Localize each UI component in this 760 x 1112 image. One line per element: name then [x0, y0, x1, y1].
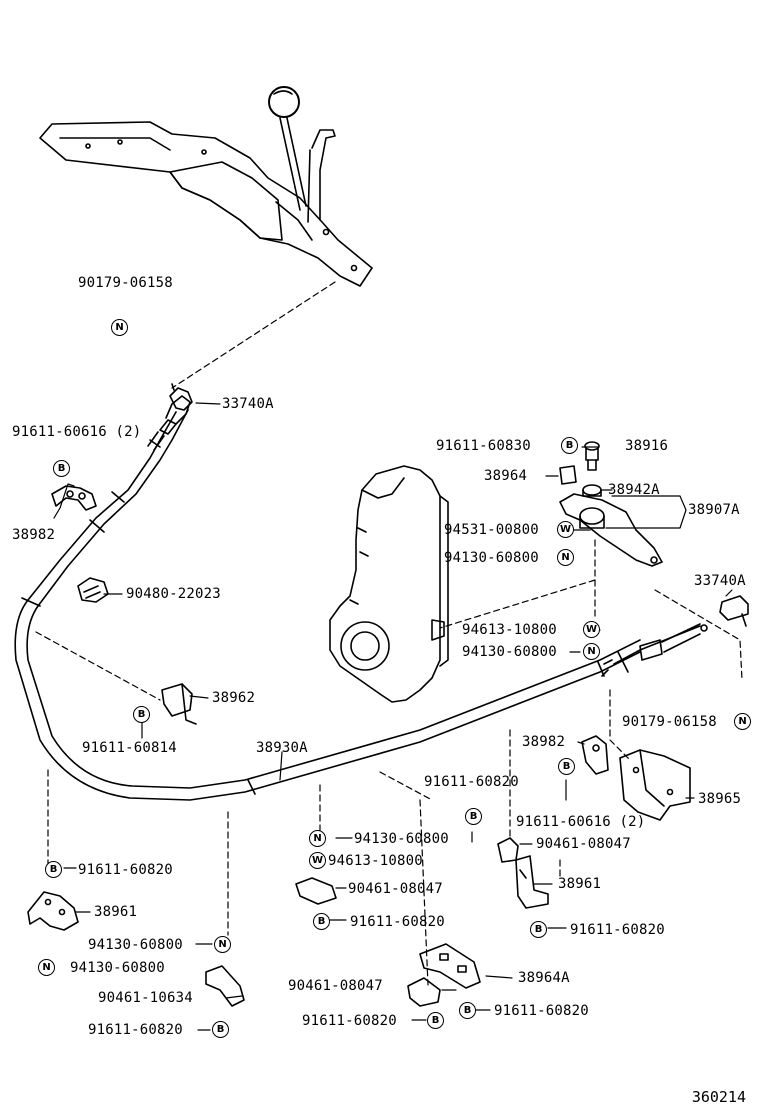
bolt-38916	[584, 441, 600, 471]
label-94130-60800-lower1[interactable]: 94130-60800	[88, 937, 183, 953]
symbol-n: N	[214, 936, 231, 953]
label-91611-60820-bottom-right[interactable]: 91611-60820	[494, 1003, 589, 1019]
symbol-n: N	[309, 830, 326, 847]
linkage-38907a	[559, 493, 663, 567]
label-91611-60820-mid[interactable]: 91611-60820	[350, 914, 445, 930]
bracket-38982-right	[581, 735, 609, 775]
diagram-id: 360214	[691, 1088, 746, 1106]
grommet-90480	[77, 577, 109, 603]
symbol-b: B	[459, 1002, 476, 1019]
bracket-38964a	[419, 943, 481, 989]
label-94130-60800-lower2[interactable]: 94130-60800	[70, 960, 165, 976]
shift-cable	[14, 395, 708, 801]
transmission-block	[329, 465, 449, 703]
label-90461-08047-bottom[interactable]: 90461-08047	[288, 978, 383, 994]
clamp-90461-right	[497, 837, 519, 863]
label-38964a[interactable]: 38964A	[518, 970, 570, 986]
symbol-n: N	[111, 319, 128, 336]
symbol-b: B	[427, 1012, 444, 1029]
clamp-90461-bottom	[407, 977, 441, 1007]
label-90461-10634[interactable]: 90461-10634	[98, 990, 193, 1006]
label-33740a-top[interactable]: 33740A	[222, 396, 274, 412]
joint-33740a-top	[169, 383, 193, 411]
label-38965[interactable]: 38965	[698, 791, 742, 807]
label-91611-60830[interactable]: 91611-60830	[436, 438, 531, 454]
symbol-n: N	[734, 713, 751, 730]
label-38962[interactable]: 38962	[212, 690, 256, 706]
clamp-38962	[161, 683, 197, 725]
label-38964[interactable]: 38964	[484, 468, 528, 484]
label-91611-60820-bottom-mid[interactable]: 91611-60820	[302, 1013, 397, 1029]
joint-33740a-right	[719, 595, 749, 627]
symbol-b: B	[530, 921, 547, 938]
label-91611-60616-right[interactable]: 91611-60616 (2)	[516, 814, 646, 830]
symbol-b: B	[558, 758, 575, 775]
symbol-b: B	[313, 913, 330, 930]
label-38930a[interactable]: 38930A	[256, 740, 308, 756]
bracket-38965	[619, 749, 691, 821]
label-38982-right[interactable]: 38982	[522, 734, 566, 750]
label-91611-60616-left[interactable]: 91611-60616 (2)	[12, 424, 142, 440]
label-90461-08047-right[interactable]: 90461-08047	[536, 836, 631, 852]
label-91611-60820-bottom-left[interactable]: 91611-60820	[88, 1022, 183, 1038]
symbol-w: W	[583, 621, 600, 638]
label-91611-60820-upper[interactable]: 91611-60820	[424, 774, 519, 790]
clamp-90461-middle	[295, 877, 337, 905]
label-38982-left[interactable]: 38982	[12, 527, 56, 543]
bracket-38961-right	[515, 855, 549, 909]
bush-38964	[559, 465, 577, 485]
symbol-b: B	[133, 706, 150, 723]
label-91611-60814[interactable]: 91611-60814	[82, 740, 177, 756]
symbol-n: N	[583, 643, 600, 660]
dashed-guides	[35, 281, 743, 986]
label-38907a[interactable]: 38907A	[688, 502, 740, 518]
label-90179-06158-right[interactable]: 90179-06158	[622, 714, 717, 730]
label-33740a-right[interactable]: 33740A	[694, 573, 746, 589]
label-90480-22023[interactable]: 90480-22023	[126, 586, 221, 602]
symbol-w: W	[557, 521, 574, 538]
label-91611-60820-left[interactable]: 91611-60820	[78, 862, 173, 878]
label-94531-00800[interactable]: 94531-00800	[444, 522, 539, 538]
symbol-b: B	[212, 1021, 229, 1038]
label-94130-60800-engine[interactable]: 94130-60800	[444, 550, 539, 566]
label-38961-left[interactable]: 38961	[94, 904, 138, 920]
bush-38942a	[582, 484, 602, 497]
label-38961-right[interactable]: 38961	[558, 876, 602, 892]
label-94130-60800-cable[interactable]: 94130-60800	[462, 644, 557, 660]
bracket-38961-left	[27, 891, 79, 931]
label-94613-10800-engine[interactable]: 94613-10800	[462, 622, 557, 638]
bracket-38982-left	[51, 485, 97, 511]
leader-lines	[53, 402, 733, 1031]
label-38942a[interactable]: 38942A	[608, 482, 660, 498]
label-91611-60820-right[interactable]: 91611-60820	[570, 922, 665, 938]
symbol-n: N	[557, 549, 574, 566]
label-90461-08047-mid[interactable]: 90461-08047	[348, 881, 443, 897]
symbol-b: B	[465, 808, 482, 825]
label-94130-60800-mid[interactable]: 94130-60800	[354, 831, 449, 847]
symbol-n: N	[38, 959, 55, 976]
label-90179-06158-top[interactable]: 90179-06158	[78, 275, 173, 291]
clamp-90461-10634	[205, 965, 245, 1007]
label-38916[interactable]: 38916	[625, 438, 669, 454]
symbol-b: B	[53, 460, 70, 477]
symbol-b: B	[561, 437, 578, 454]
symbol-w: W	[309, 852, 326, 869]
label-94613-10800-mid[interactable]: 94613-10800	[328, 853, 423, 869]
symbol-b: B	[45, 861, 62, 878]
shift-lever-assembly	[39, 86, 373, 287]
